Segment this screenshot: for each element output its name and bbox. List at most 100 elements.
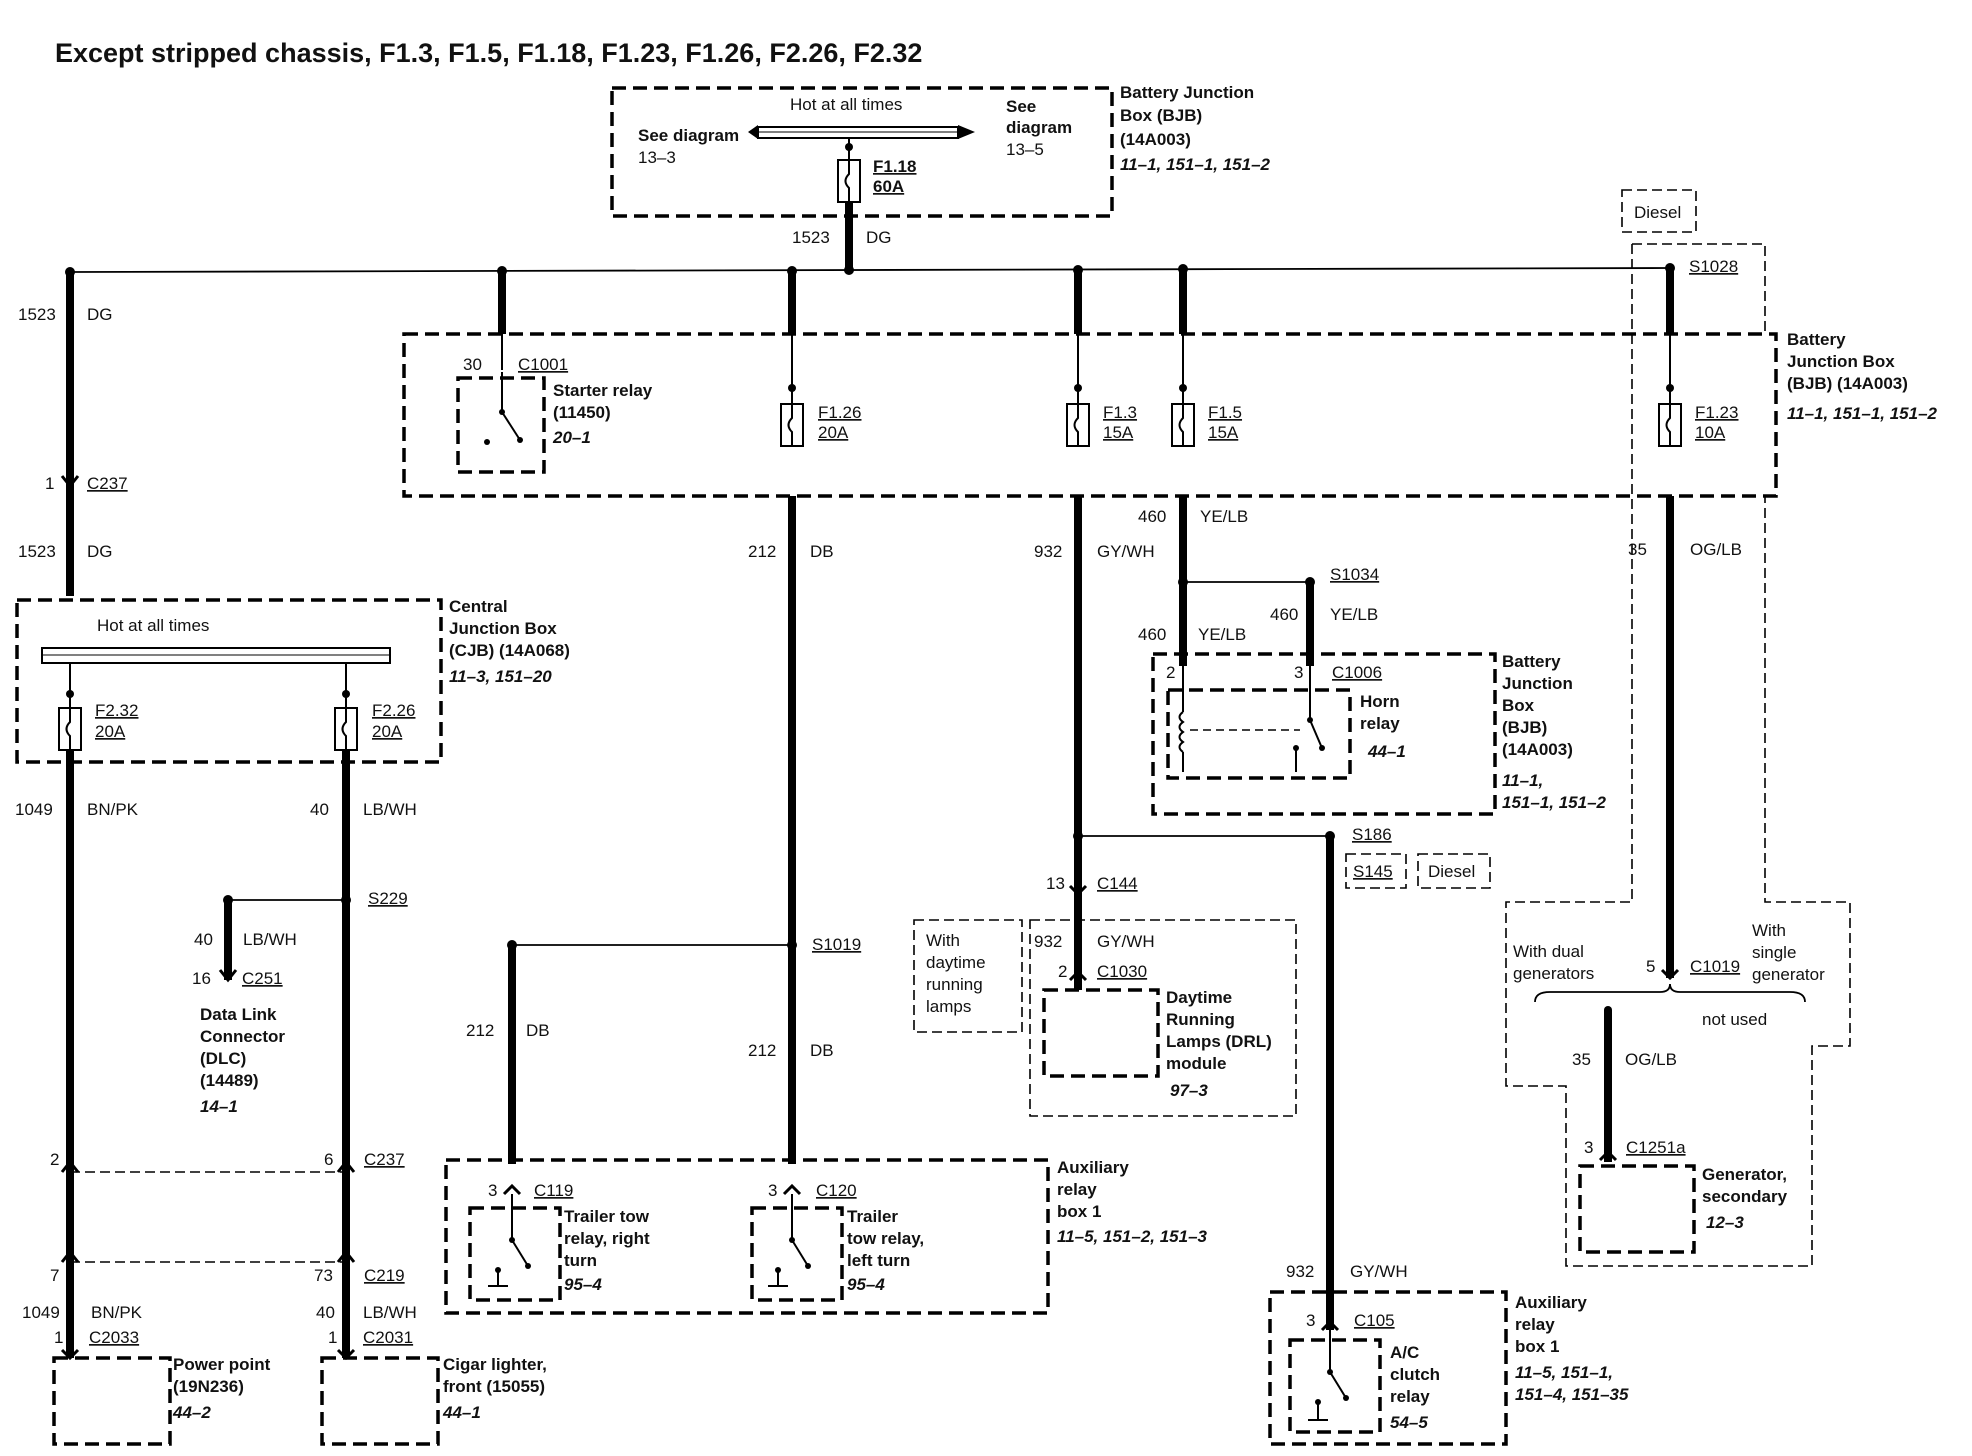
fuse-f15-label: F1.5 xyxy=(1208,403,1242,422)
cjb-name1: Central xyxy=(449,597,508,616)
bjb-top-box: Hot at all times See diagram 13–3 See di… xyxy=(610,83,1271,218)
c237-bottom-conn: C237 xyxy=(364,1150,405,1169)
horn-box4: (BJB) xyxy=(1502,718,1547,737)
ac-box2: relay xyxy=(1515,1315,1555,1334)
relay-switch-icon xyxy=(484,372,523,445)
pp-name1: Power point xyxy=(173,1355,271,1374)
left-c237-conn: C237 xyxy=(87,474,128,493)
fuse-f123-label: F1.23 xyxy=(1695,403,1738,422)
connector-icon xyxy=(336,1159,356,1173)
fuse-f118-label: F1.18 xyxy=(873,157,916,176)
splice-s1028: S1028 xyxy=(1689,257,1738,276)
c120-name1: Trailer xyxy=(847,1207,898,1226)
connector-icon xyxy=(218,969,238,983)
trailer-relay-right-box xyxy=(468,1206,562,1302)
connector-icon xyxy=(782,1183,802,1196)
c144-conn: C144 xyxy=(1097,874,1138,893)
splice-s229: S229 xyxy=(368,889,408,908)
cjb-refs: 11–3, 151–20 xyxy=(449,667,552,686)
wire-212-color: DB xyxy=(810,542,834,561)
aux1-name3: box 1 xyxy=(1057,1202,1101,1221)
cjb-name3: (CJB) (14A068) xyxy=(449,641,570,660)
fuse-f13-amp: 15A xyxy=(1103,423,1134,442)
relay-switch-icon xyxy=(488,1194,531,1287)
power-point-box xyxy=(52,1356,172,1446)
horn-c2: 460 xyxy=(1270,605,1298,624)
ac-name2: clutch xyxy=(1390,1365,1440,1384)
connector-icon xyxy=(1068,884,1088,897)
wire-212-lower-circuit: 212 xyxy=(748,1041,776,1060)
drl-module-box xyxy=(1042,988,1160,1078)
horn-box2: Junction xyxy=(1502,674,1573,693)
gen-color2: OG/LB xyxy=(1625,1050,1677,1069)
trailer-relay-left-box xyxy=(750,1206,844,1302)
fuse-f226-amp: 20A xyxy=(372,722,403,741)
c119-ref: 95–4 xyxy=(564,1275,602,1294)
drl-name4: module xyxy=(1166,1054,1226,1073)
fuse-f15-amp: 15A xyxy=(1208,423,1239,442)
horn-bjb-box xyxy=(1151,652,1497,816)
drl-opt3: running xyxy=(926,975,983,994)
c237-pin-left: 2 xyxy=(50,1150,59,1169)
ac-clutch-relay-box xyxy=(1288,1338,1382,1434)
left-c237-pin: 1 xyxy=(45,474,54,493)
c119-name1: Trailer tow xyxy=(564,1207,650,1226)
wire-212-branch-color: DB xyxy=(526,1021,550,1040)
fuse-icon xyxy=(837,159,861,203)
splice-s186: S186 xyxy=(1352,825,1392,844)
c1019-pin: 5 xyxy=(1646,957,1655,976)
bjb-top-name1: Battery Junction xyxy=(1120,83,1254,102)
gen-circuit2: 35 xyxy=(1572,1050,1591,1069)
pp-conn: C2033 xyxy=(89,1328,139,1347)
c119-name3: turn xyxy=(564,1251,597,1270)
wire-1523-top-circuit: 1523 xyxy=(792,228,830,247)
diesel-mid-label: Diesel xyxy=(1428,862,1475,881)
connector-icon xyxy=(60,1159,80,1173)
drl-ref: 97–3 xyxy=(1170,1081,1208,1100)
aux-relay-box-left xyxy=(444,1158,1050,1315)
dlc-name1: Data Link xyxy=(200,1005,277,1024)
gen-dual1: With dual xyxy=(1513,942,1584,961)
bjb-top-right-diagram: diagram xyxy=(1006,118,1072,137)
gen-circuit: 35 xyxy=(1628,540,1647,559)
gen-name2: secondary xyxy=(1702,1187,1788,1206)
fuse-f123-amp: 10A xyxy=(1695,423,1726,442)
wire-212-circuit: 212 xyxy=(748,542,776,561)
fuse-icon xyxy=(1066,403,1090,447)
horn-box1: Battery xyxy=(1502,652,1561,671)
c219-pin-left: 7 xyxy=(50,1266,59,1285)
cig-name2: front (15055) xyxy=(443,1377,545,1396)
horn-c1: 460 xyxy=(1138,625,1166,644)
ac-box1: Auxiliary xyxy=(1515,1293,1587,1312)
bjb-main-name2: Junction Box xyxy=(1787,352,1895,371)
cig-color: LB/WH xyxy=(363,1303,417,1322)
fuse-icon xyxy=(58,707,82,751)
fuse-icon xyxy=(334,707,358,751)
drl-opt2: daytime xyxy=(926,953,986,972)
gen-dual2: generators xyxy=(1513,964,1594,983)
horn-pin1: 2 xyxy=(1166,663,1175,682)
wire-1049-color: BN/PK xyxy=(87,800,139,819)
wire-40-circuit: 40 xyxy=(310,800,329,819)
left-1523-circuit2: 1523 xyxy=(18,542,56,561)
c1019-conn: C1019 xyxy=(1690,957,1740,976)
ac-name3: relay xyxy=(1390,1387,1430,1406)
splice-s145: S145 xyxy=(1353,862,1393,881)
c105-pin: 3 xyxy=(1306,1311,1315,1330)
bjb-top-right-see: See xyxy=(1006,97,1036,116)
wire-212-branch-circuit: 212 xyxy=(466,1021,494,1040)
horn-name1: Horn xyxy=(1360,692,1400,711)
bjb-top-refs: 11–1, 151–1, 151–2 xyxy=(1120,155,1271,174)
fuse-f13-label: F1.3 xyxy=(1103,403,1137,422)
horn-conn: C1006 xyxy=(1332,663,1382,682)
dlc-name4: (14489) xyxy=(200,1071,259,1090)
cig-ref: 44–1 xyxy=(442,1403,481,1422)
ac-ref: 54–5 xyxy=(1390,1413,1428,1432)
cjb-hot: Hot at all times xyxy=(97,616,209,635)
drl-name1: Daytime xyxy=(1166,988,1232,1007)
bjb-top-right-ref: 13–5 xyxy=(1006,140,1044,159)
horn-name2: relay xyxy=(1360,714,1400,733)
pp-pin: 1 xyxy=(54,1328,63,1347)
ac-aux-relay-box xyxy=(1268,1290,1508,1446)
bjb-top-name3: (14A003) xyxy=(1120,130,1191,149)
